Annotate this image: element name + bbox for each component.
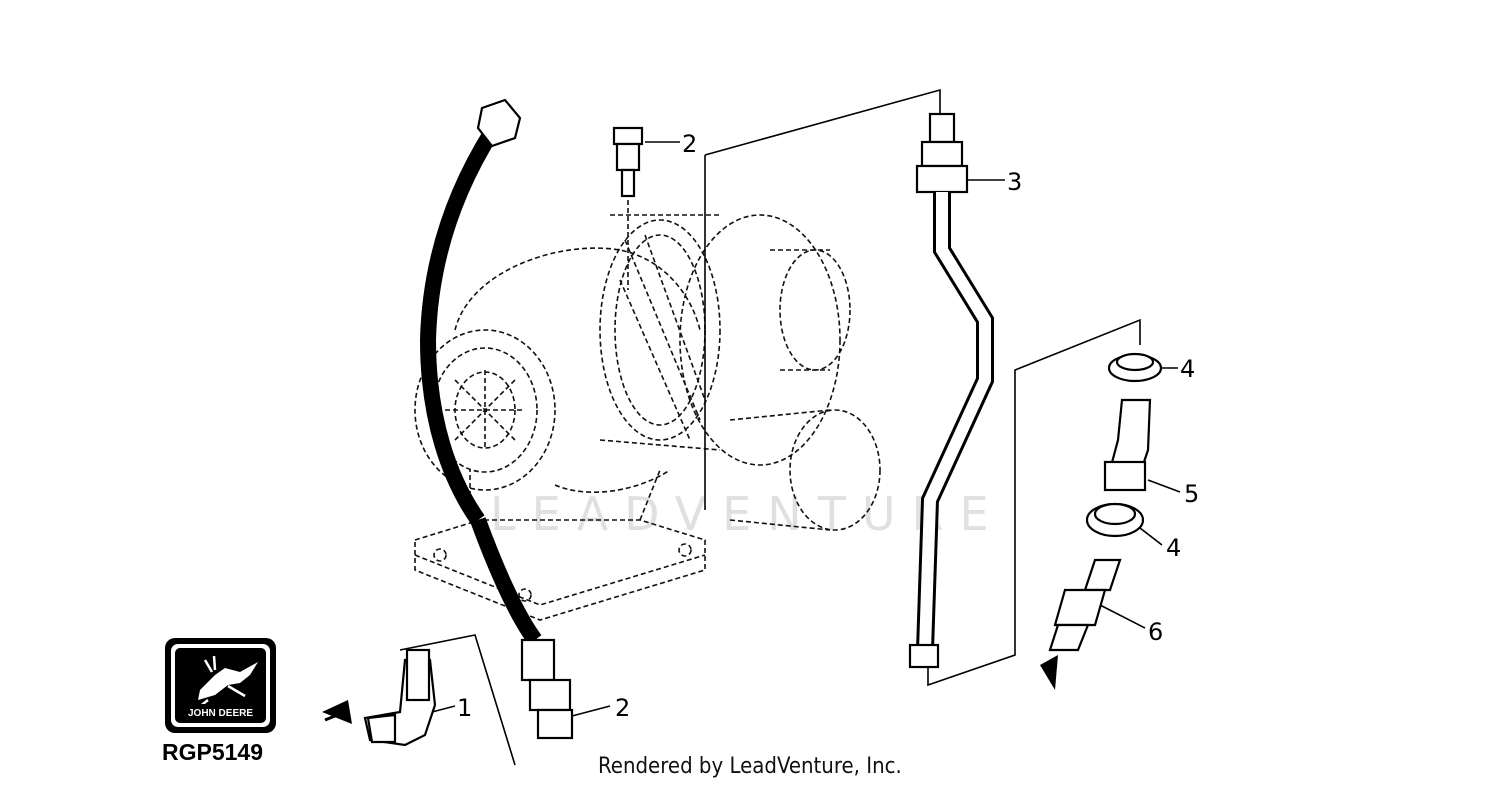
callout-4-upper: 4 — [1180, 355, 1195, 383]
oil-drain-tube — [908, 112, 994, 669]
drain-hose-assembly — [1040, 352, 1163, 690]
lower-hose-fitting — [470, 517, 574, 740]
figure-id: RGP5149 — [162, 739, 263, 765]
callout-1: 1 — [457, 694, 472, 722]
leader-lines — [399, 88, 1181, 766]
render-credit: Rendered by LeadVenture, Inc. — [598, 754, 902, 779]
callout-2-lower: 2 — [615, 694, 630, 722]
callout-6: 6 — [1148, 618, 1163, 646]
callout-2-upper: 2 — [682, 130, 697, 158]
watermark-text: LEADVENTURE — [490, 487, 1005, 541]
logo-brand-text: JOHN DEERE — [188, 708, 253, 719]
john-deere-logo: JOHN DEERE — [165, 638, 276, 733]
callout-3: 3 — [1007, 168, 1022, 196]
callout-4-lower: 4 — [1166, 534, 1181, 562]
deer-icon — [198, 662, 258, 700]
callout-5: 5 — [1184, 480, 1199, 508]
oil-supply-line — [419, 21, 644, 525]
elbow-fitting — [322, 648, 437, 747]
